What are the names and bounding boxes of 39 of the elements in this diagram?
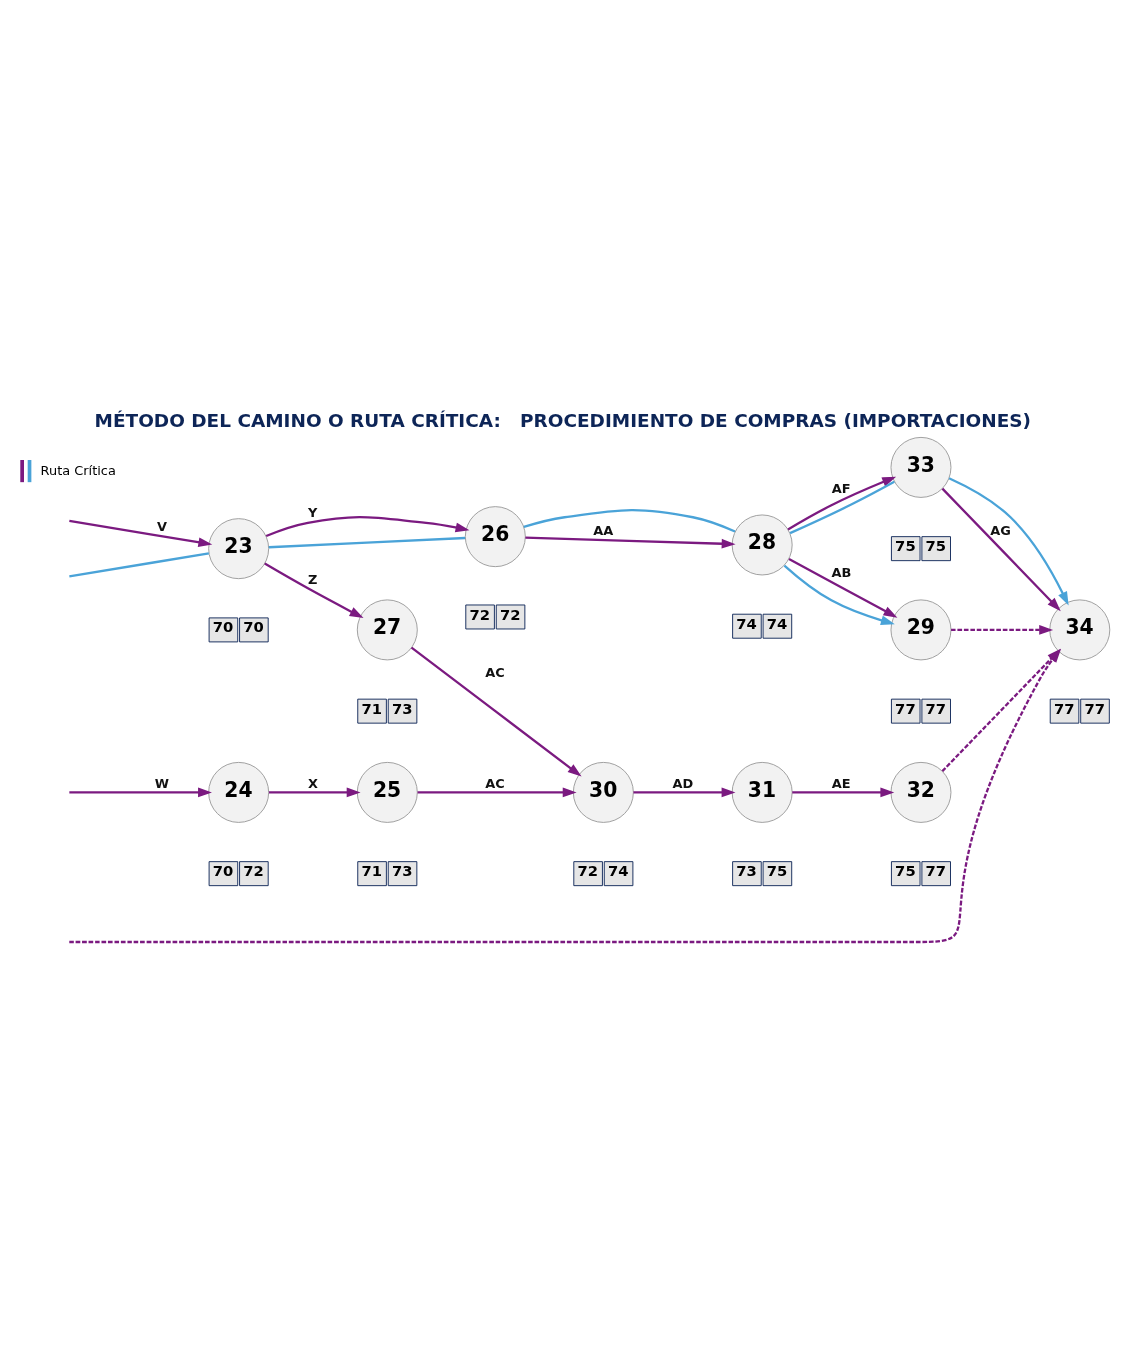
node-label: 72 [243, 861, 264, 879]
edge-label: AF [831, 480, 851, 496]
edge-label: AD [672, 775, 694, 791]
node-label: 75 [766, 861, 788, 879]
node-label: 74 [736, 614, 757, 632]
node-label: 77 [895, 699, 916, 717]
node-label: 71 [361, 699, 383, 717]
node-label: 70 [212, 617, 234, 635]
edge-label: AG [990, 522, 1011, 538]
edge-label: W [154, 775, 169, 791]
node-label: 72 [469, 605, 491, 623]
node-label: 73 [391, 861, 413, 879]
edge-label: AA [593, 522, 614, 538]
edge-label: Y [307, 504, 318, 520]
node-label: 72 [499, 605, 521, 623]
edge-label: AE [831, 775, 851, 791]
edge-label: AC [485, 664, 505, 680]
node-label: 77 [1084, 699, 1105, 717]
node-label: 75 [895, 536, 916, 554]
edge-label: X [307, 775, 318, 791]
node-label: 77 [925, 861, 947, 879]
edge-label: AB [831, 564, 852, 580]
diagram-title: MÉTODO DEL CAMINO O RUTA CRÍTICA: PROCEDIMIENTO DE COMPRAS (IMPORTACIONES) [94, 409, 1032, 431]
edge-label: AC [485, 775, 505, 791]
node-label: 73 [736, 861, 757, 879]
node-label: 77 [925, 699, 947, 717]
node-label: 74 [607, 861, 629, 879]
edge-label: V [156, 518, 167, 534]
node-label: 70 [243, 617, 264, 635]
node-label: 71 [361, 861, 383, 879]
node-label: 72 [577, 861, 599, 879]
node-label: 75 [925, 536, 947, 554]
legend-label: Ruta Crítica [40, 462, 116, 478]
edge-label: Z [307, 571, 318, 587]
node-label: 75 [895, 861, 916, 879]
node-label: 77 [1053, 699, 1075, 717]
node-label: 70 [212, 861, 234, 879]
node-label: 74 [766, 614, 788, 632]
node-label: 73 [391, 699, 413, 717]
